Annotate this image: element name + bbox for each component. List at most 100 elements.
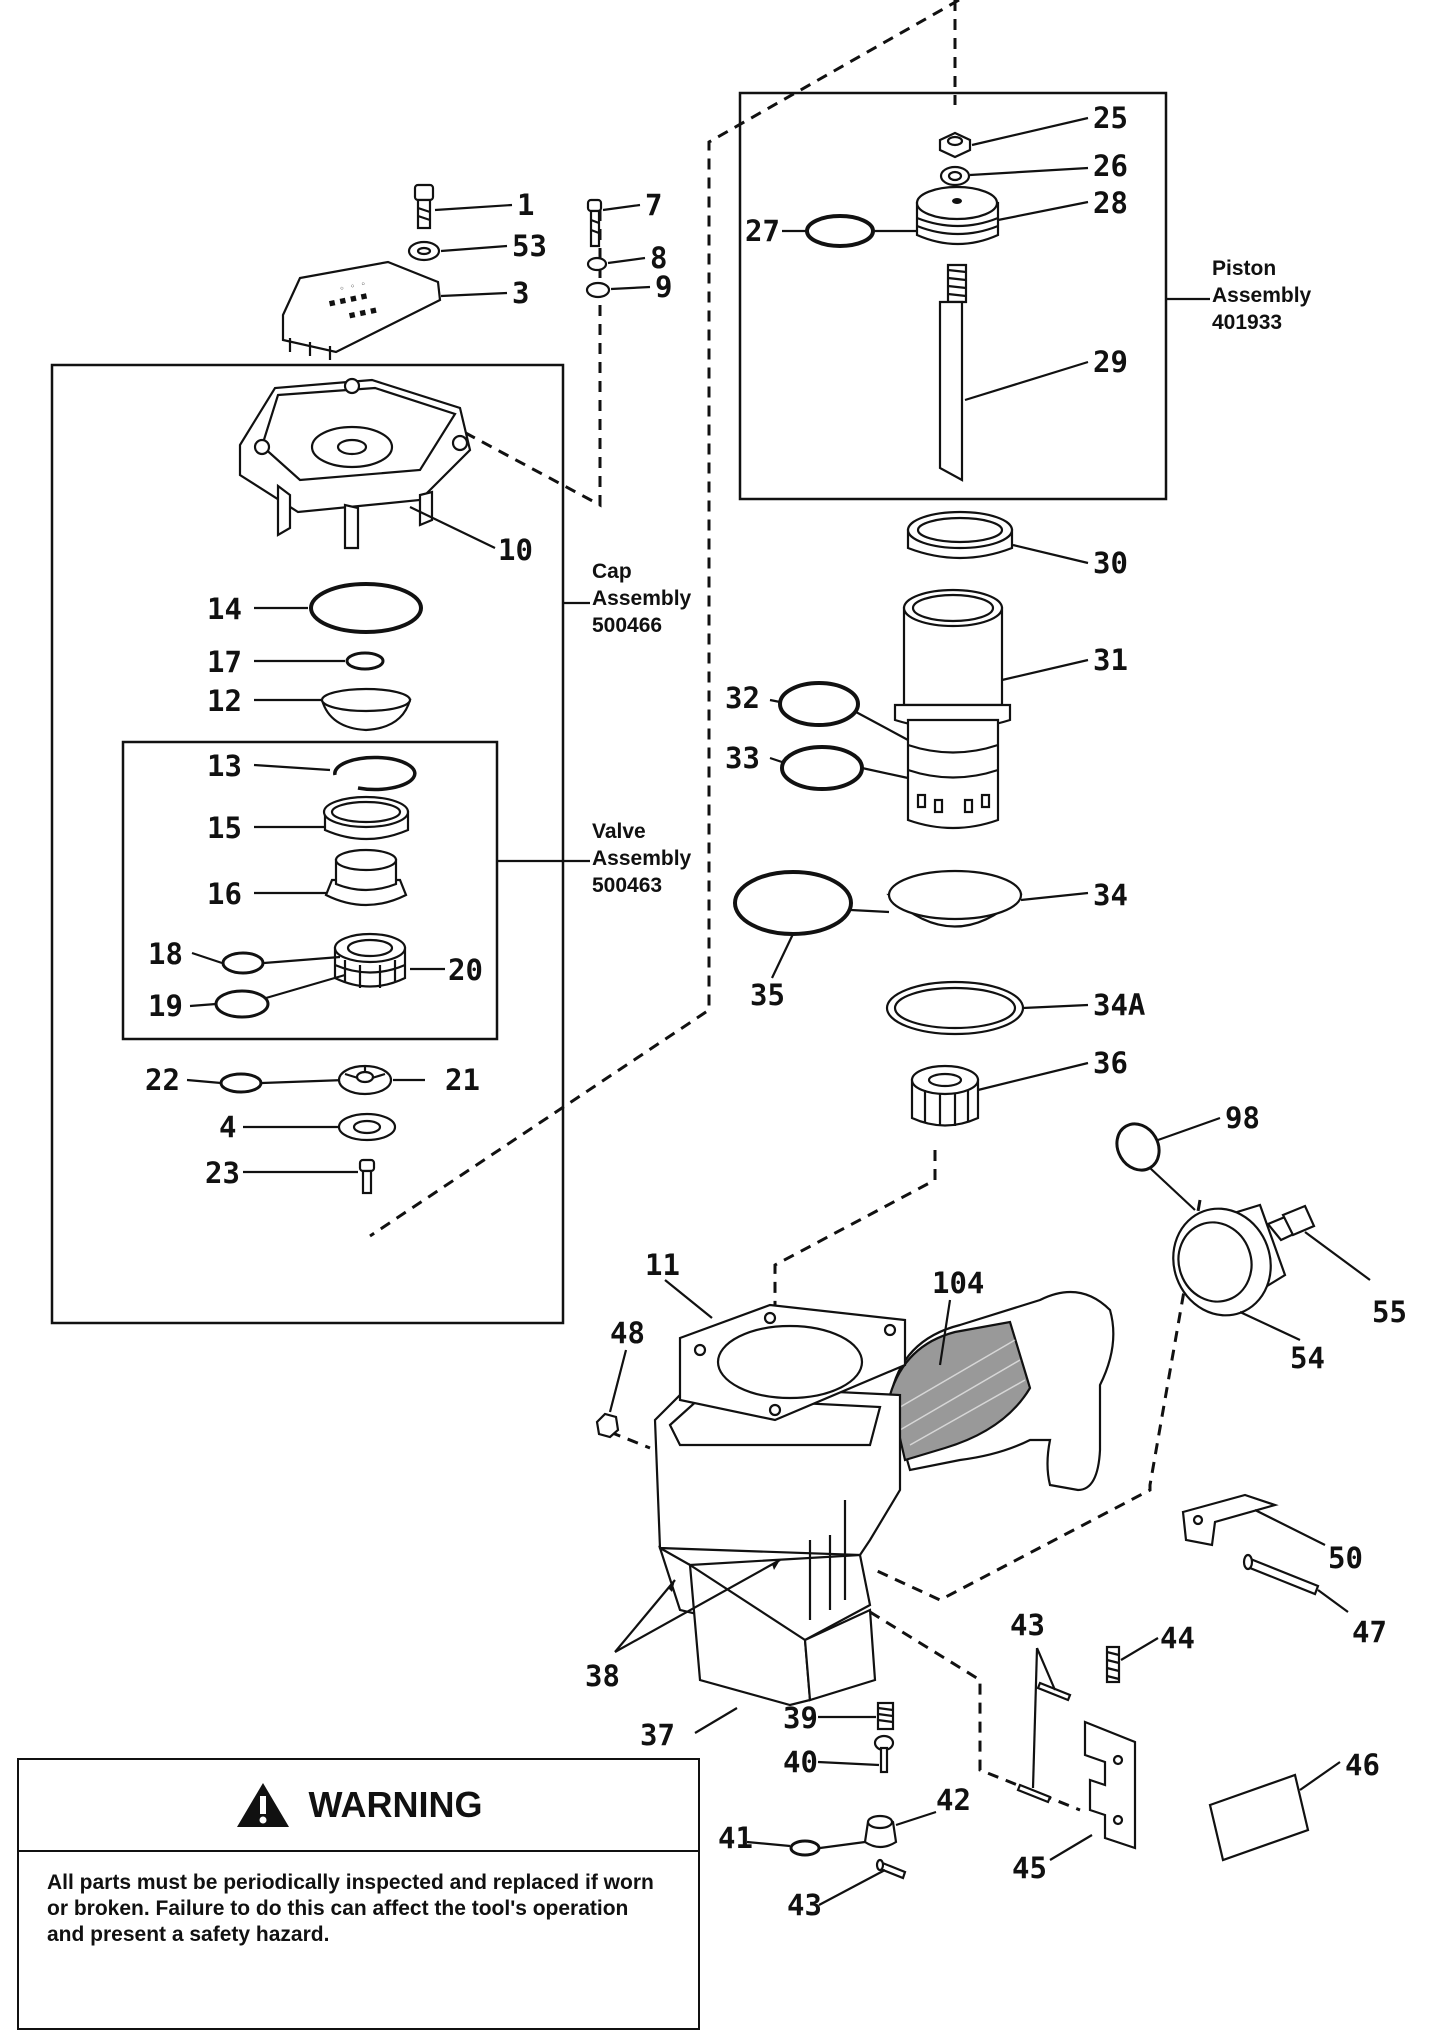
- part-18-o-ring: [221, 951, 265, 975]
- label-45: 45: [1012, 1851, 1047, 1885]
- label-35: 35: [750, 978, 785, 1012]
- warning-triangle-icon: [236, 1783, 289, 1827]
- svg-text:500466: 500466: [592, 614, 662, 637]
- part-39-spring: [876, 1701, 895, 1731]
- label-43-upper: 43: [1010, 1608, 1045, 1642]
- label-53: 53: [512, 229, 547, 263]
- label-36: 36: [1093, 1046, 1128, 1080]
- label-21: 21: [445, 1063, 480, 1097]
- svg-text:Piston: Piston: [1212, 257, 1276, 280]
- label-25: 25: [1093, 101, 1128, 135]
- part-27-o-ring: [805, 214, 875, 248]
- label-55: 55: [1372, 1295, 1407, 1329]
- label-3: 3: [512, 276, 529, 310]
- label-14: 14: [207, 592, 242, 626]
- label-11: 11: [645, 1248, 680, 1282]
- part-13-snap-ring: [333, 755, 417, 792]
- part-32-o-ring: [778, 681, 860, 727]
- warning-text: All parts must be periodically inspected…: [47, 1871, 654, 1946]
- part-4-washer: [337, 1112, 397, 1142]
- valve-assembly-label: Valve Assembly 500463: [497, 820, 692, 897]
- part-33-o-ring: [780, 745, 864, 791]
- piston-assembly-box: [738, 91, 1168, 501]
- part-28-piston: [915, 185, 1000, 246]
- cap-assembly-label: Cap Assembly 500466: [563, 560, 692, 637]
- label-18: 18: [148, 937, 183, 971]
- piston-assembly-label: Piston Assembly 401933: [1166, 257, 1312, 334]
- label-15: 15: [207, 811, 242, 845]
- guide-line-body-latch: [874, 1199, 1202, 1602]
- svg-text:Valve: Valve: [592, 820, 646, 843]
- part-46-label-plate: [1208, 1773, 1310, 1862]
- guide-line-main: [369, 0, 960, 1238]
- svg-text:500463: 500463: [592, 874, 662, 897]
- valve-assembly-box: [121, 740, 499, 1041]
- label-8: 8: [650, 241, 667, 275]
- part-44-spring: [1105, 1645, 1121, 1684]
- warning-box: WARNING All parts must be periodically i…: [17, 1758, 700, 2030]
- label-50: 50: [1328, 1541, 1363, 1575]
- part-26-washer: [939, 165, 971, 187]
- label-42: 42: [936, 1783, 971, 1817]
- label-10: 10: [498, 533, 533, 567]
- part-42-valve-cap: [863, 1814, 898, 1849]
- part-21-valve-retainer: [337, 1064, 393, 1096]
- part-20-valve-stem: [333, 932, 407, 988]
- label-34: 34: [1093, 878, 1128, 912]
- part-15-valve-seat: [322, 795, 410, 841]
- guide-line-48: [609, 1430, 651, 1450]
- label-39: 39: [783, 1701, 818, 1735]
- part-34-cylinder-seal: [886, 869, 1023, 928]
- part-54-exhaust-deflector: [1172, 1203, 1287, 1317]
- label-38: 38: [585, 1659, 620, 1693]
- label-48: 48: [610, 1316, 645, 1350]
- svg-text:Assembly: Assembly: [1212, 284, 1312, 307]
- label-43-lower: 43: [787, 1888, 822, 1922]
- label-22: 22: [145, 1063, 180, 1097]
- part-11-gasket: [678, 1303, 907, 1422]
- part-29-driver-blade: [938, 263, 968, 482]
- guide-line-lower: [869, 1610, 1081, 1812]
- label-7: 7: [645, 188, 662, 222]
- part-35-o-ring: [733, 870, 853, 936]
- part-7-screw: [586, 198, 603, 248]
- part-14-o-ring: [309, 582, 423, 634]
- label-34a: 34A: [1093, 988, 1145, 1022]
- part-98-o-ring: [1115, 1122, 1161, 1172]
- label-30: 30: [1093, 546, 1128, 580]
- part-1-screw: [413, 183, 435, 230]
- part-8-lockwasher: [586, 256, 608, 272]
- label-40: 40: [783, 1745, 818, 1779]
- part-48-plug: [595, 1412, 620, 1439]
- svg-text:Assembly: Assembly: [592, 587, 692, 610]
- label-47: 47: [1352, 1615, 1387, 1649]
- label-17: 17: [207, 645, 242, 679]
- svg-text:401933: 401933: [1212, 311, 1282, 334]
- label-44: 44: [1160, 1621, 1195, 1655]
- svg-text:Cap: Cap: [592, 560, 632, 583]
- part-25-nut: [938, 131, 972, 159]
- label-54: 54: [1290, 1341, 1325, 1375]
- part-43-pin-lower: [875, 1858, 907, 1880]
- label-27: 27: [745, 214, 780, 248]
- label-98: 98: [1225, 1101, 1260, 1135]
- label-1: 1: [517, 188, 534, 222]
- part-55-fitting: [1266, 1204, 1316, 1242]
- label-29: 29: [1093, 345, 1128, 379]
- part-31-cylinder: [893, 588, 1012, 830]
- label-28: 28: [1093, 186, 1128, 220]
- part-47-pin: [1242, 1553, 1320, 1596]
- part-37-tool-body: [653, 1290, 1115, 1707]
- cap-assembly-box: [50, 363, 565, 1325]
- part-23-screw: [358, 1158, 376, 1195]
- label-16: 16: [207, 877, 242, 911]
- warning-header: WARNING: [19, 1760, 698, 1852]
- part-41-o-ring: [789, 1839, 821, 1857]
- part-16-valve-piston: [324, 848, 408, 907]
- part-34a-ring: [885, 980, 1025, 1036]
- label-32: 32: [725, 681, 760, 715]
- label-37: 37: [640, 1718, 675, 1752]
- part-22-o-ring: [219, 1072, 263, 1094]
- label-41: 41: [718, 1821, 753, 1855]
